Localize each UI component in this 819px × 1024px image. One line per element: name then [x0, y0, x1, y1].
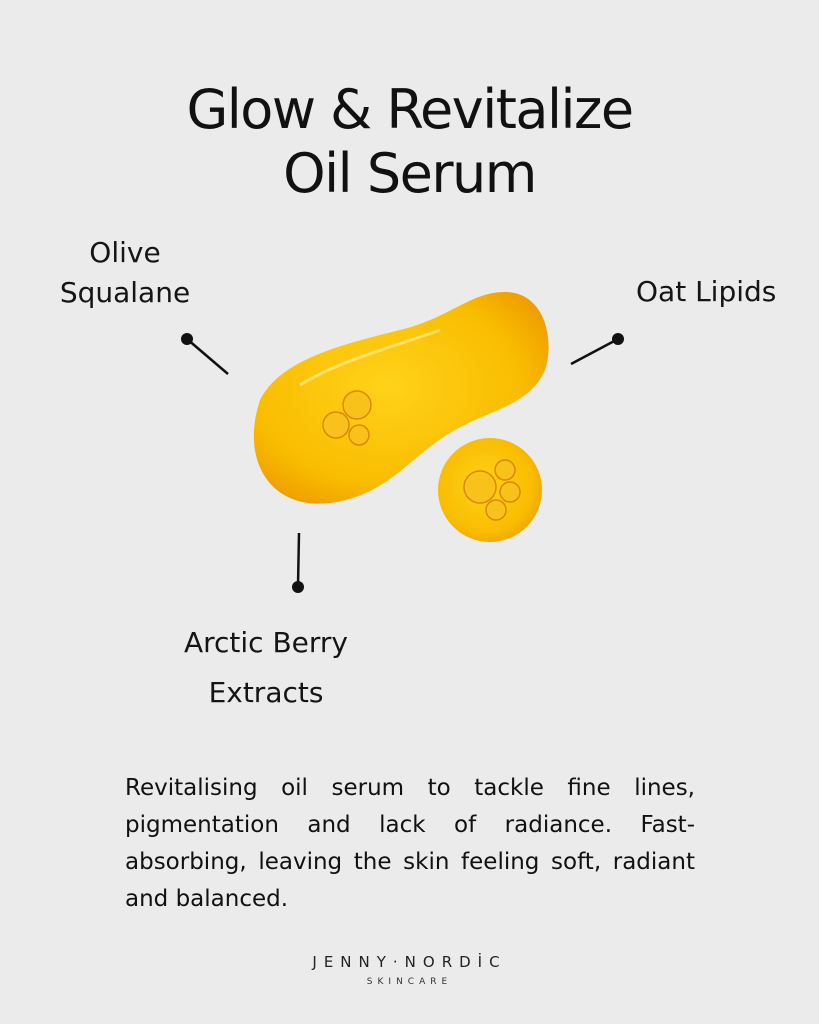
- ingredient-line: Extracts: [208, 676, 324, 709]
- pointer-olive-squalane: [181, 333, 229, 375]
- ingredient-line: Oat Lipids: [636, 275, 777, 308]
- product-description: Revitalising oil serum to tackle fine li…: [125, 775, 695, 912]
- page-title: Glow & Revitalize Oil Serum: [0, 78, 819, 206]
- pointer-arctic-berry: [292, 532, 304, 593]
- ingredient-arctic-berry: Arctic Berry Extracts: [176, 618, 356, 718]
- title-line-2: Oil Serum: [283, 142, 537, 205]
- brand-tagline: SKINCARE: [366, 977, 453, 987]
- ingredient-olive-squalane: Olive Squalane: [55, 233, 195, 313]
- brand-name: JENNY·NORDİC: [312, 953, 507, 971]
- ingredient-line: Squalane: [59, 276, 191, 309]
- title-line-1: Glow & Revitalize: [186, 78, 634, 141]
- ingredient-oat-lipids: Oat Lipids: [636, 272, 776, 312]
- ingredient-line: Olive: [89, 236, 161, 269]
- oil-drop-large: [253, 292, 549, 504]
- brand-logo: JENNY·NORDİC SKINCARE: [0, 953, 819, 987]
- oil-drop-small: [438, 438, 542, 542]
- ingredient-line: Arctic Berry: [183, 626, 349, 659]
- pointer-oat-lipids: [570, 333, 624, 366]
